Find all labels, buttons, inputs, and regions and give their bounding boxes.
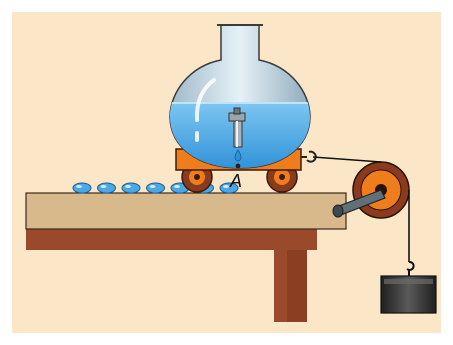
hanging-weight — [381, 276, 436, 313]
table-top — [26, 193, 346, 229]
drip-dot — [236, 164, 241, 169]
table-leg-front — [287, 240, 307, 322]
water-drop-highlight — [101, 185, 107, 188]
water-drop — [122, 183, 140, 193]
water-drop-highlight — [223, 185, 229, 188]
water-drop-highlight — [76, 185, 82, 188]
point-label-a: A — [229, 171, 242, 191]
water-drop — [73, 183, 91, 193]
water-drop-highlight — [150, 185, 156, 188]
water-drop-highlight — [125, 185, 131, 188]
water-drop-highlight — [174, 185, 180, 188]
table-side — [26, 228, 317, 250]
water-drop — [98, 183, 116, 193]
water-drop — [147, 183, 165, 193]
